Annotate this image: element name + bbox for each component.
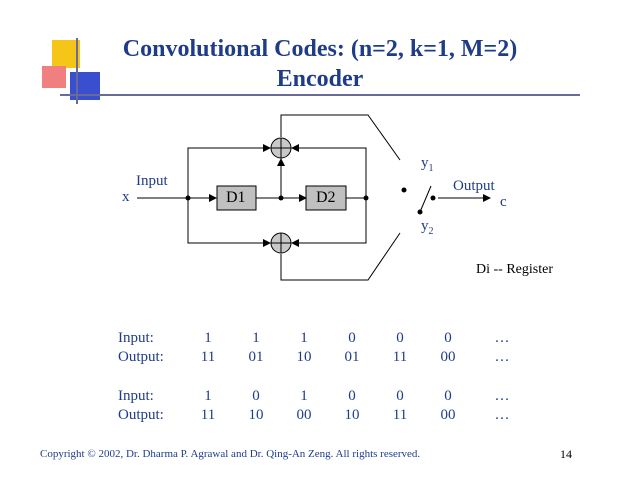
- page-title: Convolutional Codes: (n=2, k=1, M=2) Enc…: [110, 34, 530, 94]
- io-table-2-output-cell: 11: [200, 407, 216, 423]
- io-table-1-output-cell: 00: [440, 349, 456, 365]
- io-table-2-input-cell: 1: [204, 388, 212, 404]
- label-x: x: [122, 189, 130, 205]
- io-table-2-output-cell: 11: [392, 407, 408, 423]
- io-table-1-input-label: Input:: [118, 330, 154, 346]
- junction-input: [185, 195, 191, 201]
- register-d2: [305, 185, 347, 211]
- deco-yellow-square: [52, 40, 80, 68]
- io-table-1-input-cell: 0: [444, 330, 452, 346]
- label-y1: y1: [421, 155, 434, 174]
- switch-arm: [419, 185, 432, 213]
- io-table-1-input-row: Input: 1 1 1 0 0 0 …: [118, 330, 538, 350]
- switch-contact-lower: [417, 209, 423, 215]
- label-y1-sub: 1: [428, 163, 434, 174]
- io-table-2-output-cell: 00: [296, 407, 312, 423]
- label-d1: D1: [226, 189, 246, 206]
- io-table-2-output-row: Output: 11 10 00 10 11 00 …: [118, 407, 538, 427]
- deco-red-square: [42, 66, 66, 88]
- label-y2: y2: [421, 218, 434, 237]
- label-y1-base: y: [421, 155, 429, 171]
- legend-register: Di -- Register: [476, 262, 553, 277]
- label-y2-sub: 2: [428, 226, 434, 237]
- label-y2-base: y: [421, 218, 429, 234]
- io-table-2-input-cell: 0: [396, 388, 404, 404]
- io-table-2-input-row: Input: 1 0 1 0 0 0 …: [118, 388, 538, 408]
- io-table-2-input-label: Input:: [118, 388, 154, 404]
- io-table-1-input-cell: 1: [300, 330, 308, 346]
- io-table-1-input-cell: 1: [252, 330, 260, 346]
- deco-vertical-line: [76, 38, 78, 104]
- copyright-footer: Copyright © 2002, Dr. Dharma P. Agrawal …: [40, 448, 421, 460]
- io-table-2-input-cell: 0: [348, 388, 356, 404]
- io-table-1: Input: 1 1 1 0 0 0 … Output: 11 01 10 01…: [118, 330, 538, 370]
- io-table-1-output-cell: 11: [392, 349, 408, 365]
- io-table-1-output-label: Output:: [118, 349, 164, 365]
- io-table-1-output-cell: …: [494, 349, 510, 365]
- io-table-1-output-row: Output: 11 01 10 01 11 00 …: [118, 349, 538, 369]
- label-input: Input: [136, 173, 168, 189]
- label-d2: D2: [316, 189, 336, 206]
- y2-line: [280, 232, 401, 281]
- io-table-2-input-cell: 1: [300, 388, 308, 404]
- label-output: Output: [453, 178, 495, 194]
- lower-tap-line: [187, 198, 271, 247]
- switch-contact-upper: [401, 187, 407, 193]
- io-table-1-input-cell: 0: [348, 330, 356, 346]
- io-table-1-input-cell: …: [494, 330, 510, 346]
- io-table-2-output-label: Output:: [118, 407, 164, 423]
- io-table-1-input-cell: 1: [204, 330, 212, 346]
- deco-horizontal-line: [60, 94, 580, 96]
- io-table-2-output-cell: …: [494, 407, 510, 423]
- upper-tap-d2: [291, 144, 367, 199]
- y1-line: [280, 114, 401, 161]
- io-table-1-output-cell: 01: [248, 349, 264, 365]
- label-c: c: [500, 194, 507, 210]
- title-line-2: Encoder: [276, 66, 364, 92]
- io-table-1-input-cell: 0: [396, 330, 404, 346]
- page-number: 14: [560, 447, 572, 461]
- io-table-1-output-cell: 01: [344, 349, 360, 365]
- io-table-2-output-cell: 00: [440, 407, 456, 423]
- io-table-2: Input: 1 0 1 0 0 0 … Output: 11 10 00 10…: [118, 388, 538, 428]
- io-table-2-input-cell: 0: [444, 388, 452, 404]
- io-table-2-input-cell: …: [494, 388, 510, 404]
- io-table-2-output-cell: 10: [248, 407, 264, 423]
- io-table-2-output-cell: 10: [344, 407, 360, 423]
- io-table-1-output-cell: 11: [200, 349, 216, 365]
- upper-tap-line: [187, 144, 271, 198]
- io-table-1-output-cell: 10: [296, 349, 312, 365]
- switch-pivot: [430, 195, 436, 201]
- junction-d2: [363, 195, 369, 201]
- io-table-2-input-cell: 0: [252, 388, 260, 404]
- junction-d1: [278, 195, 284, 201]
- lower-tap-d2: [291, 198, 367, 247]
- title-line-1: Convolutional Codes: (n=2, k=1, M=2): [122, 36, 518, 62]
- register-d1: [216, 185, 257, 211]
- adder-upper: [270, 137, 292, 159]
- adder-lower: [270, 232, 292, 254]
